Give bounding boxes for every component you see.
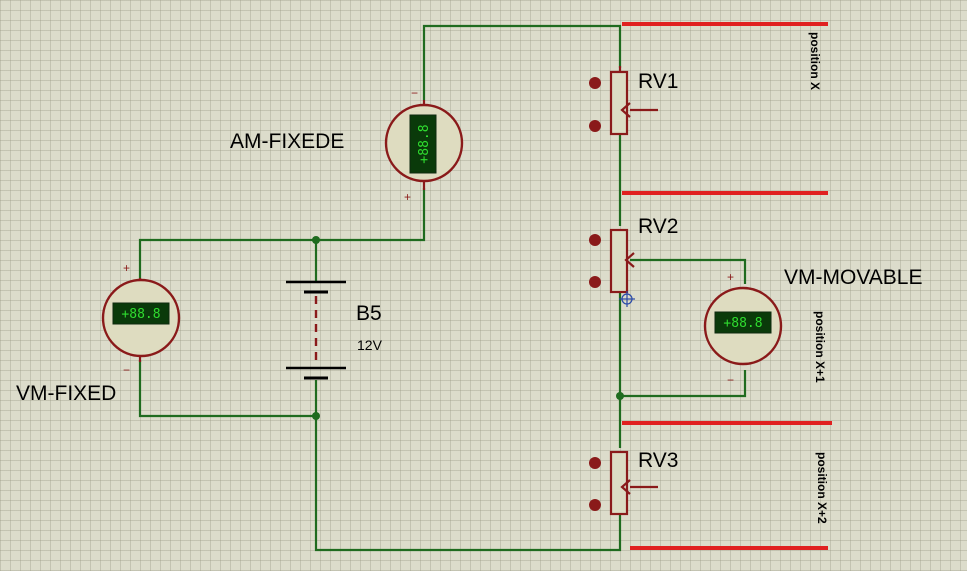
wire-ammeter-bottom [138, 188, 426, 282]
rv2-decrement-pin[interactable] [589, 276, 601, 288]
rv3-wiper-arrow [620, 479, 631, 495]
potentiometer-rv2[interactable] [589, 228, 635, 294]
wire-vm-fixed-bottom [138, 360, 316, 418]
rv1-decrement-pin[interactable] [589, 120, 601, 132]
battery-b5[interactable] [286, 278, 346, 380]
vm-fixed-display-value: +88.8 [121, 307, 160, 322]
rv3-label: RV3 [638, 449, 678, 472]
vm-movable-plus: + [727, 270, 734, 284]
ammeter-plus: + [404, 190, 411, 204]
vm-fixed-plus: + [123, 261, 130, 275]
rv3-body [609, 450, 629, 516]
rv3-decrement-pin[interactable] [589, 499, 601, 511]
vm-fixed-label: VM-FIXED [16, 382, 116, 405]
vm-fixed-display [112, 302, 170, 325]
rv2-body [609, 228, 629, 294]
position-x2-label: position X+2 [815, 452, 829, 524]
wire-rv2-wiper [630, 258, 747, 284]
wires [138, 24, 747, 552]
battery-value: 12V [357, 337, 383, 353]
voltmeter-vm-movable[interactable]: +88.8 + − [703, 270, 783, 387]
ammeter-display-value: +88.8 [417, 124, 432, 163]
rv1-wiper-arrow [620, 102, 631, 118]
rv2-wiper-arrow [624, 252, 635, 268]
crosshair-cursor-icon [619, 291, 635, 307]
rv3-increment-pin[interactable] [589, 457, 601, 469]
position-x1-label: position X+1 [813, 311, 827, 383]
wire-ammeter-top [422, 24, 622, 100]
position-markers [622, 22, 832, 550]
battery-label: B5 [356, 302, 382, 325]
rv1-body [609, 70, 629, 136]
vm-movable-display-value: +88.8 [723, 316, 762, 331]
voltmeter-vm-fixed[interactable]: +88.8 + − [101, 261, 181, 377]
vm-fixed-minus: − [123, 363, 130, 377]
ammeter-am-fixede[interactable]: +88.8 − + [384, 86, 464, 204]
rv2-increment-pin[interactable] [589, 234, 601, 246]
ammeter-display [409, 114, 437, 174]
wire-vm-movable-bottom [620, 370, 747, 398]
potentiometer-rv1[interactable] [589, 66, 658, 136]
rv1-label: RV1 [638, 70, 678, 93]
vm-movable-display [714, 311, 772, 334]
wire-bottom-return [314, 416, 622, 552]
position-x-label: position X [808, 32, 822, 90]
ammeter-label: AM-FIXEDE [230, 130, 344, 153]
junction-bottom [312, 412, 320, 420]
potentiometer-rv3[interactable] [589, 450, 658, 516]
vm-movable-label: VM-MOVABLE [784, 266, 922, 289]
rv1-increment-pin[interactable] [589, 77, 601, 89]
ammeter-minus: − [411, 86, 418, 100]
junction-right [616, 392, 624, 400]
vm-movable-minus: − [727, 373, 734, 387]
rv2-label: RV2 [638, 215, 678, 238]
junction-top [312, 236, 320, 244]
